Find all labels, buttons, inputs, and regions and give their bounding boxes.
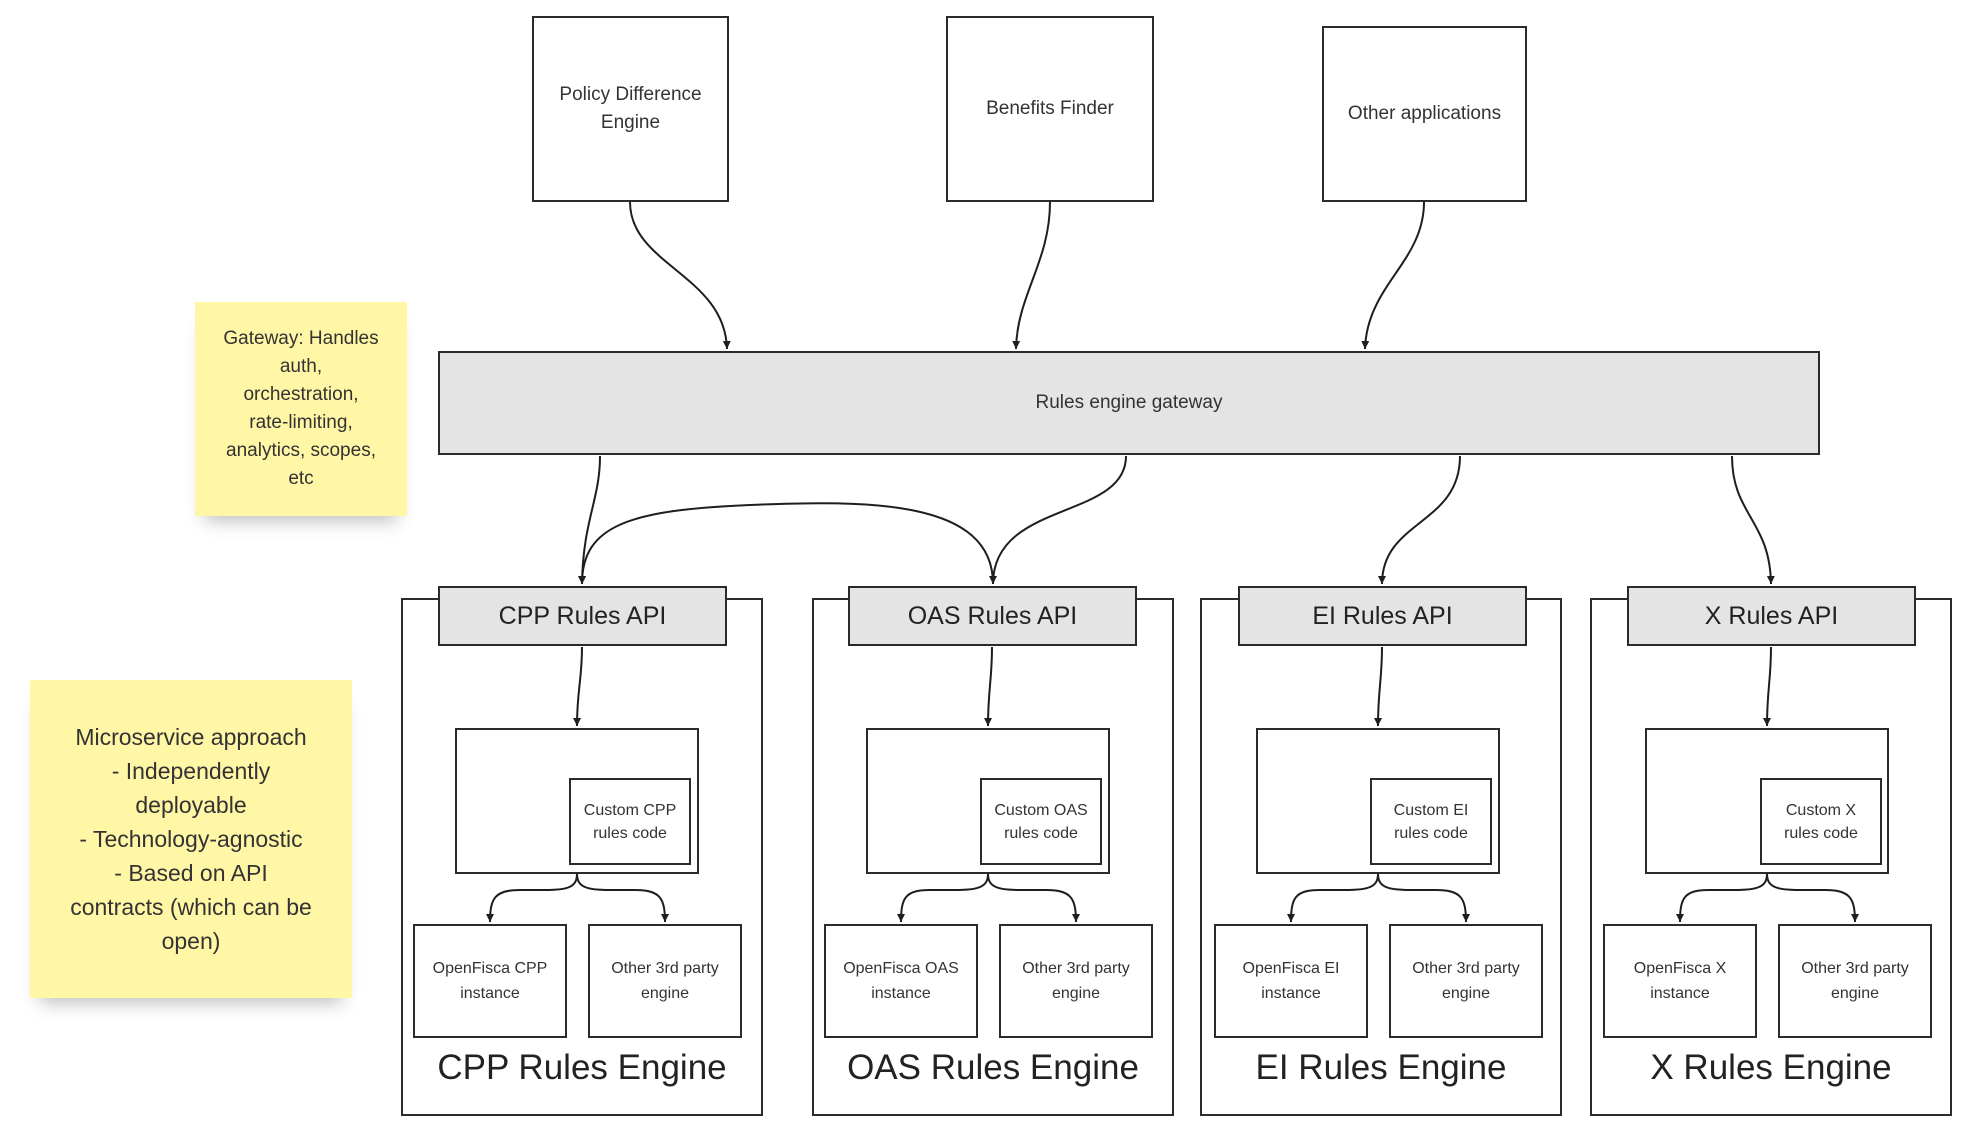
openfisca-instance-x[interactable]: OpenFisca X instance: [1603, 924, 1757, 1038]
microservice-note-line: open): [161, 928, 221, 954]
connector-gateway-to-oas-api: [989, 455, 1127, 585]
openfisca-instance-oas[interactable]: OpenFisca OAS instance: [824, 924, 978, 1038]
gateway-note: Gateway: Handles auth, orchestration, ra…: [195, 302, 407, 516]
api-header-ei[interactable]: EI Rules API: [1238, 586, 1527, 646]
custom-rules-label: rules code: [593, 824, 667, 842]
openfisca-label: OpenFisca EI: [1242, 960, 1340, 977]
gateway-label: Rules engine gateway: [1035, 392, 1223, 413]
openfisca-label: OpenFisca OAS: [843, 960, 959, 977]
openfisca-label: instance: [1261, 985, 1321, 1002]
third-party-label: engine: [640, 985, 690, 1002]
api-header-x[interactable]: X Rules API: [1627, 586, 1916, 646]
gateway-note-line: auth,: [279, 356, 323, 377]
third-party-label: engine: [1051, 985, 1101, 1002]
engine-title-ei: EI Rules Engine: [1255, 1048, 1507, 1087]
microservice-note: Microservice approach - Independently de…: [30, 680, 352, 998]
connector-app3-to-gateway: [1361, 201, 1425, 350]
connector-app1-to-gateway: [629, 201, 731, 350]
app-label-line: Other applications: [1347, 103, 1502, 124]
custom-rules-code-ei[interactable]: Custom EI rules code: [1370, 778, 1492, 865]
custom-rules-label: rules code: [1394, 824, 1468, 842]
rules-engine-gateway[interactable]: Rules engine gateway: [438, 351, 1820, 455]
custom-rules-code-x[interactable]: Custom X rules code: [1760, 778, 1882, 865]
openfisca-label: OpenFisca X: [1633, 960, 1727, 977]
openfisca-instance-ei[interactable]: OpenFisca EI instance: [1214, 924, 1368, 1038]
openfisca-label: instance: [871, 985, 931, 1002]
custom-rules-label: Custom X: [1785, 801, 1857, 819]
app-label-line: Engine: [600, 112, 661, 133]
app-box-benefits-finder[interactable]: Benefits Finder: [946, 16, 1154, 202]
custom-rules-label: rules code: [1004, 824, 1078, 842]
third-party-label: engine: [1830, 985, 1880, 1002]
custom-rules-label: rules code: [1784, 824, 1858, 842]
microservice-note-line: contracts (which can be: [70, 894, 312, 920]
third-party-engine-x[interactable]: Other 3rd party engine: [1778, 924, 1932, 1038]
microservice-note-line: deployable: [135, 792, 247, 818]
microservice-note-line: Microservice approach: [75, 724, 307, 750]
connector-gateway-to-x-api: [1731, 455, 1775, 585]
third-party-label: Other 3rd party: [1022, 960, 1130, 977]
custom-rules-label: Custom CPP: [583, 801, 677, 819]
openfisca-label: instance: [1650, 985, 1710, 1002]
app-box-other-applications[interactable]: Other applications: [1322, 26, 1527, 202]
custom-rules-label: Custom EI: [1393, 801, 1469, 819]
api-header-oas[interactable]: OAS Rules API: [848, 586, 1137, 646]
engine-title-x: X Rules Engine: [1650, 1048, 1892, 1087]
custom-rules-code-oas[interactable]: Custom OAS rules code: [980, 778, 1102, 865]
gateway-note-line: orchestration,: [243, 384, 359, 405]
microservice-note-line: - Based on API: [114, 860, 268, 886]
api-header-label: X Rules API: [1704, 601, 1839, 630]
connector-gateway-to-cpp-api: [578, 455, 601, 585]
gateway-note-line: analytics, scopes,: [226, 440, 376, 461]
third-party-engine-oas[interactable]: Other 3rd party engine: [999, 924, 1153, 1038]
third-party-label: engine: [1441, 985, 1491, 1002]
engine-title-cpp: CPP Rules Engine: [437, 1048, 727, 1087]
custom-rules-code-cpp[interactable]: Custom CPP rules code: [569, 778, 691, 865]
app-box-policy-difference-engine[interactable]: Policy Difference Engine: [532, 16, 729, 202]
api-header-label: OAS Rules API: [907, 601, 1078, 630]
third-party-label: Other 3rd party: [611, 960, 719, 977]
api-header-label: EI Rules API: [1312, 601, 1453, 630]
api-header-cpp[interactable]: CPP Rules API: [438, 586, 727, 646]
gateway-note-line: Gateway: Handles: [223, 328, 379, 349]
connector-app2-to-gateway: [1012, 201, 1051, 350]
gateway-note-line: etc: [288, 468, 314, 489]
app-label-line: Policy Difference: [559, 84, 702, 105]
openfisca-label: instance: [460, 985, 520, 1002]
connector-gateway-crossover-to-cpp-api: [578, 502, 994, 585]
api-header-label: CPP Rules API: [498, 601, 667, 630]
third-party-engine-ei[interactable]: Other 3rd party engine: [1389, 924, 1543, 1038]
third-party-label: Other 3rd party: [1412, 960, 1520, 977]
openfisca-label: OpenFisca CPP: [432, 960, 548, 977]
app-label-line: Benefits Finder: [986, 98, 1114, 119]
microservice-note-line: - Independently: [111, 758, 271, 784]
custom-rules-label: Custom OAS: [994, 801, 1088, 819]
openfisca-instance-cpp[interactable]: OpenFisca CPP instance: [413, 924, 567, 1038]
gateway-note-line: rate-limiting,: [249, 412, 353, 433]
third-party-label: Other 3rd party: [1801, 960, 1909, 977]
connector-gateway-to-ei-api: [1378, 455, 1461, 585]
engine-title-oas: OAS Rules Engine: [847, 1048, 1139, 1087]
microservice-note-line: - Technology-agnostic: [79, 826, 303, 852]
third-party-engine-cpp[interactable]: Other 3rd party engine: [588, 924, 742, 1038]
